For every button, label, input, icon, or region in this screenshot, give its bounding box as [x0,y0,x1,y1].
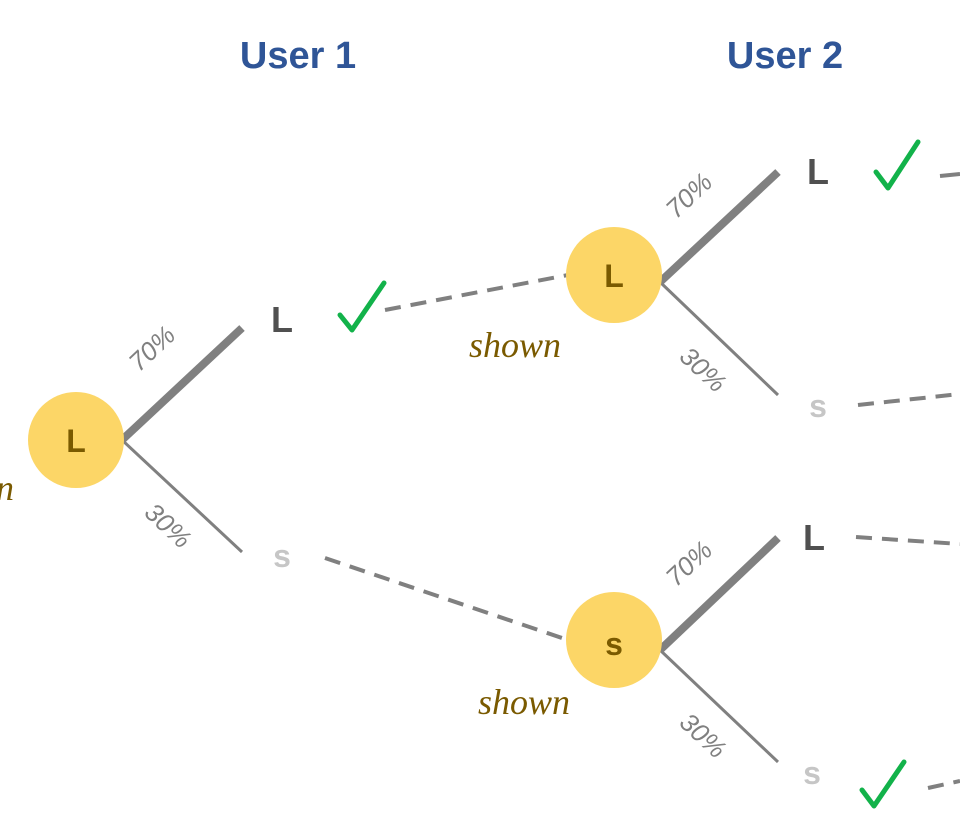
prob-a-lower: 30% [674,341,733,398]
node-b-label: s [605,626,623,662]
prob-b-lower: 30% [674,707,733,764]
branch-a-upper [657,169,781,285]
user1-leaf-upper: L [271,299,293,340]
connector-a-lower-out [857,392,960,407]
prob-a-upper: 70% [660,167,719,224]
branch-root-upper [119,325,245,443]
root-node [28,392,124,488]
branch-a-lower [658,280,780,397]
branch-root-lower [120,438,244,554]
clipped-shown-label: n [0,468,14,508]
node-a-shown-label: shown [469,325,561,365]
prob-b-upper: 70% [660,535,719,592]
node-a-leaf-lower: s [809,388,827,424]
node-b-leaf-lower: s [803,755,821,791]
node-a [566,227,662,323]
check-icon [337,280,387,333]
connector-b-upper-out [855,535,960,546]
connector-b-lower-out [927,779,960,790]
node-b [566,592,662,688]
branch-b-upper [657,535,781,653]
node-a-leaf-upper: L [807,151,829,192]
prob-root-lower: 30% [139,497,198,554]
node-b-leaf-upper: L [803,517,825,558]
node-b-shown-label: shown [478,682,570,722]
node-a-label: L [604,258,624,294]
check-icon [873,139,921,191]
check-icon [859,759,907,809]
prob-root-upper: 70% [123,320,182,377]
connector-a-upper-out [939,172,960,178]
branch-b-lower [658,648,780,764]
user1-leaf-lower: s [273,538,291,574]
header-user-2: User 2 [727,35,843,77]
connector-upper [384,273,569,312]
header-user-1: User 1 [240,35,356,77]
connector-lower [324,556,569,642]
root-node-label: L [66,423,86,459]
